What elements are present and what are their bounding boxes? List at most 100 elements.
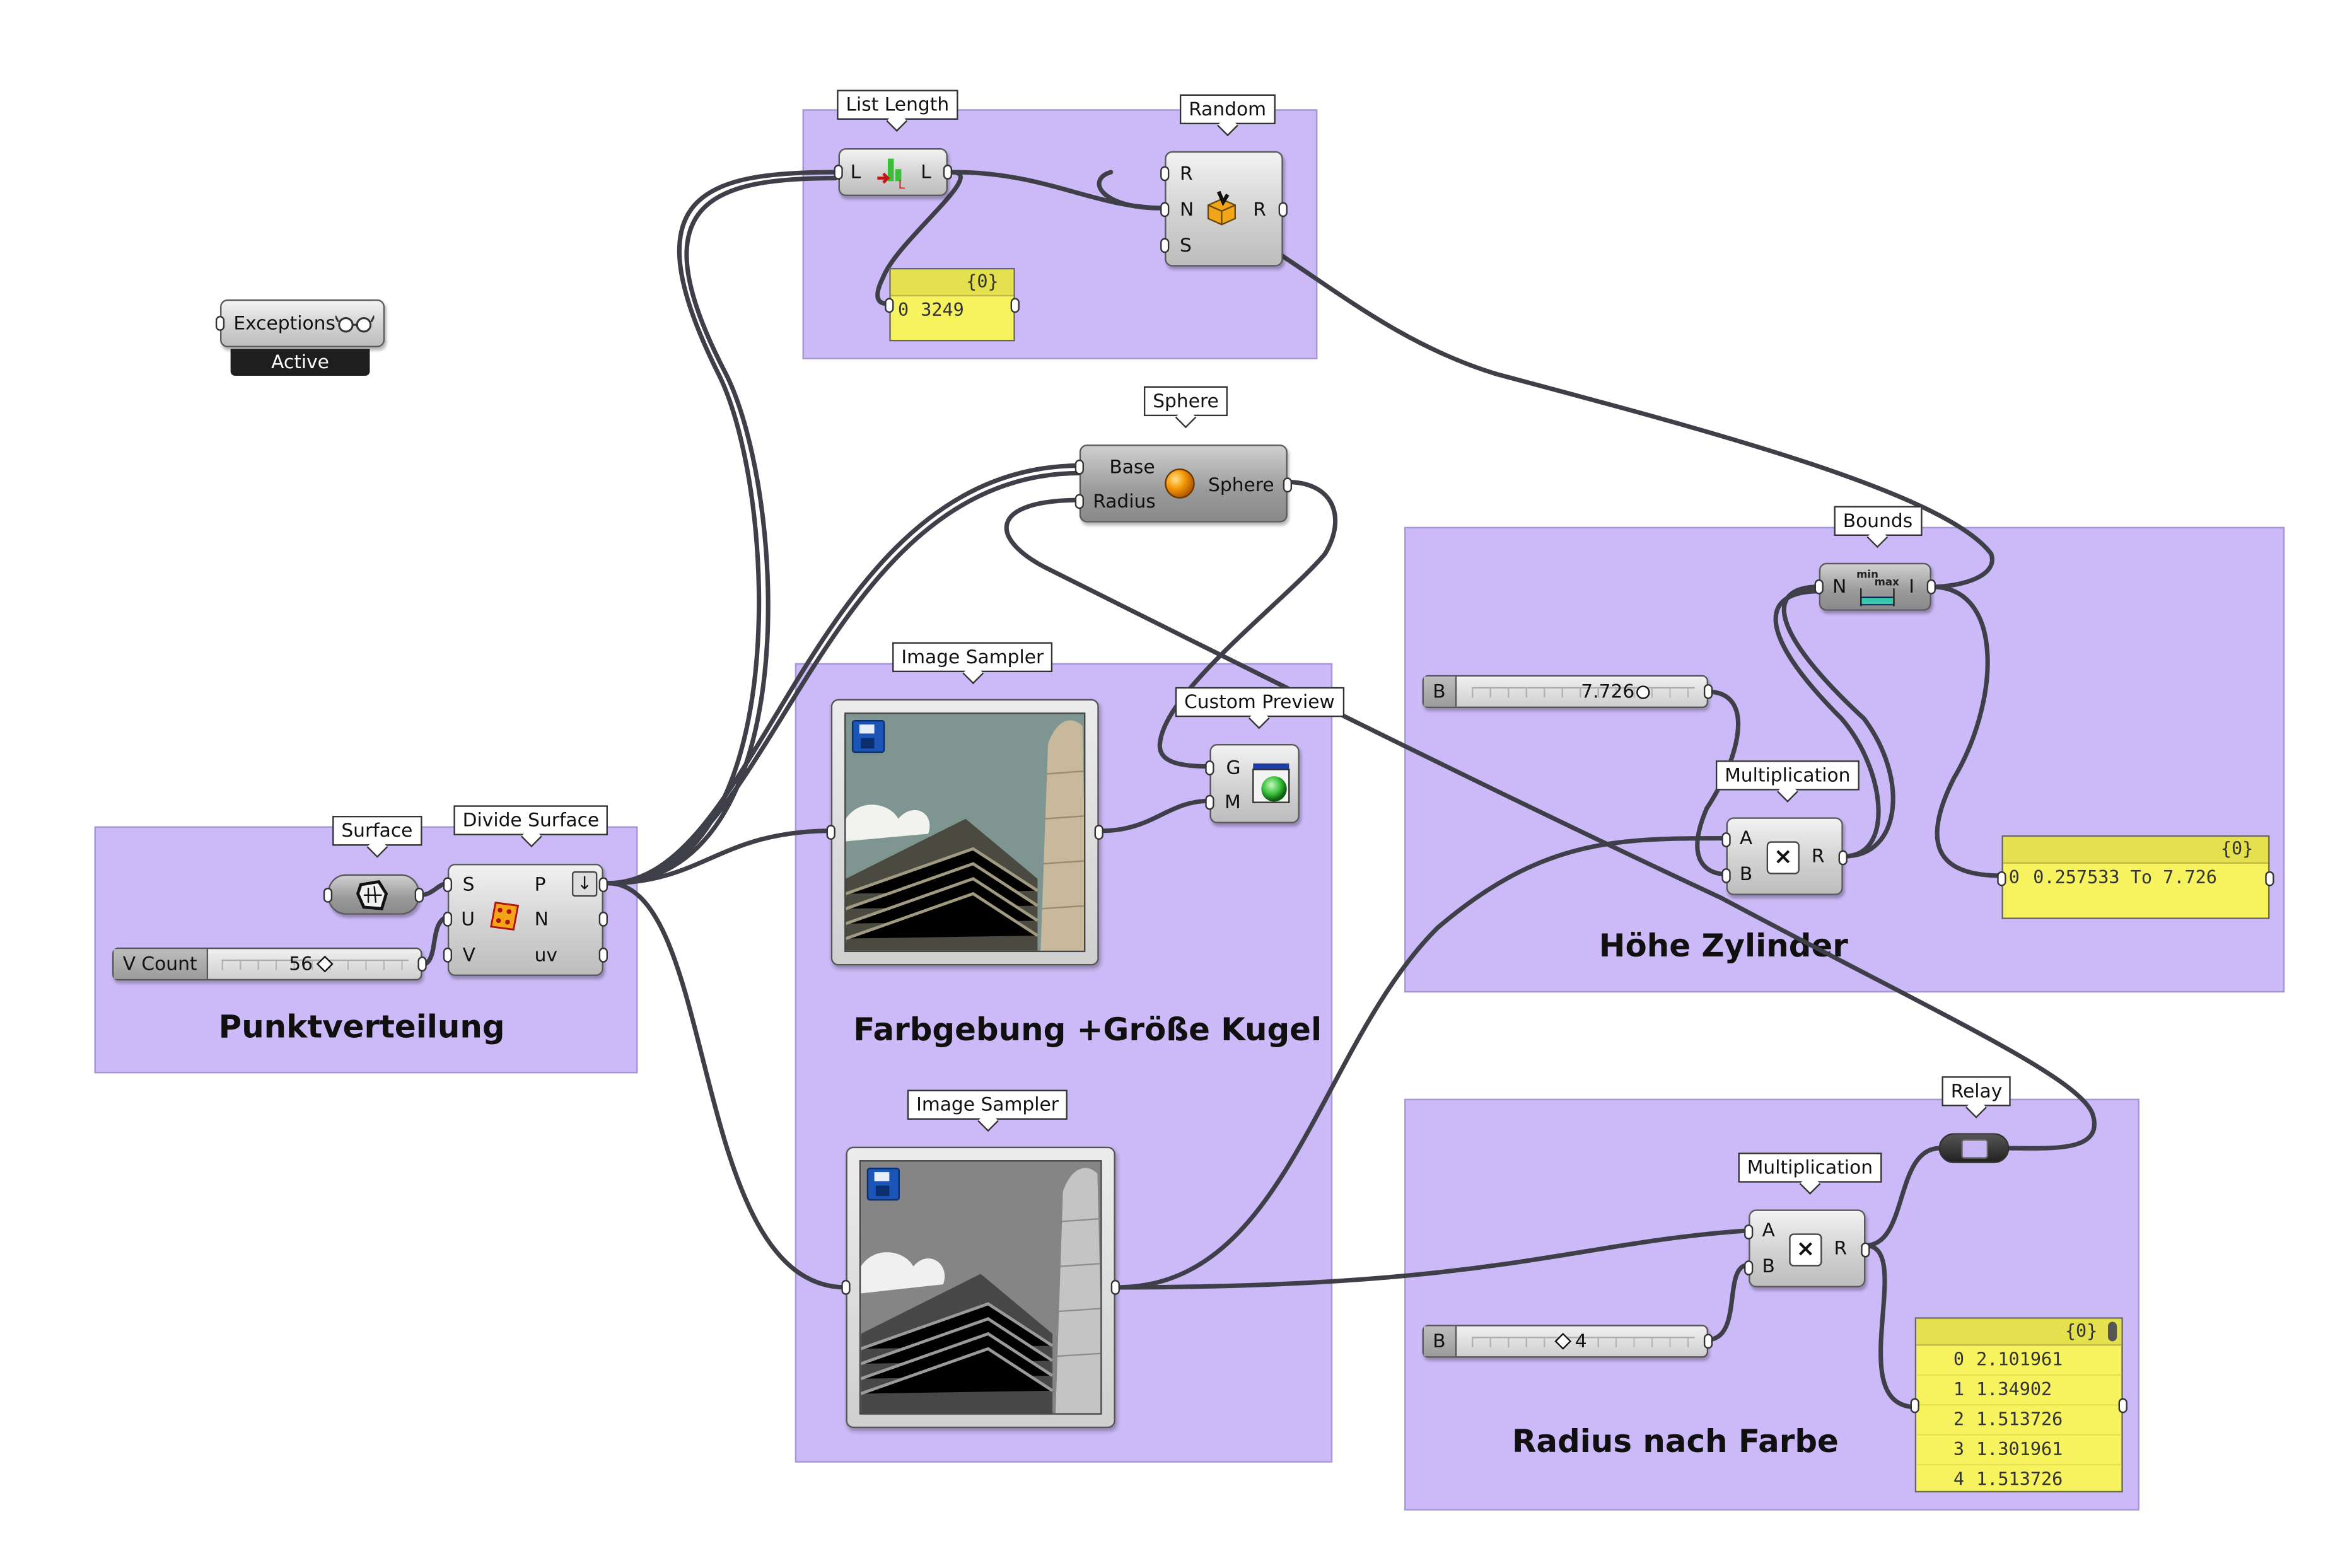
- output-label: L: [921, 160, 931, 183]
- input-port[interactable]: [323, 887, 333, 903]
- number-slider-v-count[interactable]: V Count 56: [112, 947, 427, 981]
- svg-text:L: L: [899, 178, 905, 190]
- output-port[interactable]: [1010, 298, 1020, 313]
- output-port[interactable]: [414, 887, 424, 903]
- input-port[interactable]: [841, 1280, 851, 1295]
- list-length-component[interactable]: L L L: [834, 148, 953, 197]
- slider-track[interactable]: [1471, 1337, 1695, 1347]
- output-port[interactable]: [943, 165, 953, 180]
- panel-list-length[interactable]: {0} 0 3249: [885, 267, 1020, 342]
- input-label: B: [1739, 862, 1753, 885]
- divide-surface-component[interactable]: S U V P N uv ↓: [443, 863, 608, 977]
- multiply-icon: ×: [1766, 841, 1800, 874]
- input-port[interactable]: [1814, 579, 1824, 595]
- output-label: R: [1834, 1236, 1848, 1259]
- slider-track[interactable]: [221, 959, 409, 970]
- output-port[interactable]: [1926, 579, 1936, 595]
- row-value: 2.101961: [1976, 1349, 2063, 1370]
- random-component[interactable]: R N S R: [1160, 151, 1288, 267]
- scrollbar[interactable]: [2108, 1321, 2117, 1342]
- input-port[interactable]: [834, 165, 843, 180]
- input-label: S: [1179, 233, 1192, 257]
- output-port[interactable]: [1861, 1242, 1870, 1258]
- input-port[interactable]: [1205, 794, 1214, 810]
- output-port[interactable]: [1703, 1333, 1713, 1349]
- output-port[interactable]: [1838, 850, 1848, 866]
- surface-param[interactable]: [323, 874, 424, 915]
- output-port[interactable]: [2265, 871, 2274, 886]
- input-label: M: [1225, 790, 1241, 813]
- input-label: U: [461, 907, 475, 930]
- sphere-icon: [1165, 468, 1195, 499]
- input-port[interactable]: [443, 947, 453, 963]
- panel-path: {0}: [966, 270, 999, 292]
- multiplication-component[interactable]: A B R ×: [1744, 1209, 1870, 1287]
- sampled-image: [844, 712, 1086, 953]
- input-label: Base: [1109, 455, 1155, 478]
- input-port[interactable]: [1205, 760, 1214, 775]
- wire: [605, 881, 849, 1290]
- input-port[interactable]: [443, 877, 453, 893]
- wire: [1773, 589, 1881, 859]
- input-port[interactable]: [215, 315, 225, 331]
- image-sampler-grayscale[interactable]: [841, 1146, 1120, 1429]
- input-port[interactable]: [1074, 459, 1084, 475]
- output-port[interactable]: [1110, 1280, 1120, 1295]
- exceptions-component[interactable]: Exceptions: [215, 299, 385, 347]
- input-port[interactable]: [1721, 868, 1731, 883]
- output-port[interactable]: [1094, 825, 1103, 840]
- relay-component[interactable]: [1938, 1133, 2010, 1163]
- wire: [1157, 479, 1338, 769]
- number-slider-b[interactable]: B 4: [1422, 1325, 1713, 1358]
- input-label: A: [1739, 826, 1753, 849]
- bubble-custom-preview: Custom Preview: [1175, 687, 1344, 717]
- row-value: 1.513726: [1976, 1408, 2063, 1430]
- save-icon[interactable]: [851, 720, 885, 753]
- input-port[interactable]: [1744, 1224, 1754, 1240]
- flatten-icon[interactable]: ↓: [571, 871, 598, 897]
- input-label: S: [462, 873, 475, 895]
- output-port[interactable]: [598, 877, 608, 893]
- output-port[interactable]: [598, 911, 608, 927]
- input-port[interactable]: [1160, 202, 1170, 218]
- glasses-icon: [335, 315, 375, 333]
- input-port[interactable]: [885, 298, 894, 313]
- wire: [605, 175, 838, 886]
- multiplication-component[interactable]: A B R ×: [1721, 817, 1848, 895]
- output-port[interactable]: [417, 956, 427, 972]
- save-icon[interactable]: [866, 1167, 900, 1201]
- number-slider-b[interactable]: B 7.726: [1422, 675, 1713, 709]
- group-title: Radius nach Farbe: [1512, 1423, 1839, 1460]
- slider-knob-icon[interactable]: [1636, 685, 1650, 699]
- input-port[interactable]: [826, 825, 835, 840]
- output-port[interactable]: [1278, 202, 1288, 218]
- panel-bounds[interactable]: {0} 0 0.257533 To 7.726: [1997, 835, 2274, 919]
- bounds-component[interactable]: N I min max: [1814, 562, 1936, 611]
- custom-preview-icon: [1252, 763, 1290, 803]
- input-port[interactable]: [443, 911, 453, 927]
- wire: [1695, 689, 1740, 877]
- output-port[interactable]: [2118, 1398, 2128, 1414]
- input-label: Radius: [1093, 489, 1156, 513]
- input-port[interactable]: [1074, 494, 1084, 509]
- input-label: V: [462, 943, 475, 966]
- input-port[interactable]: [1744, 1260, 1754, 1275]
- input-port[interactable]: [1721, 832, 1731, 847]
- sphere-component[interactable]: Base Radius Sphere: [1074, 444, 1293, 523]
- wire: [605, 170, 838, 886]
- custom-preview-component[interactable]: G M: [1205, 744, 1300, 823]
- input-port[interactable]: [1160, 238, 1170, 253]
- output-port[interactable]: [1283, 477, 1293, 493]
- group-title: Höhe Zylinder: [1598, 928, 1848, 965]
- output-label: R: [1253, 197, 1266, 221]
- input-port[interactable]: [1910, 1398, 1919, 1414]
- output-port[interactable]: [1703, 684, 1713, 699]
- image-sampler-color[interactable]: [826, 699, 1103, 966]
- input-port[interactable]: [1997, 871, 2006, 886]
- input-port[interactable]: [1160, 166, 1170, 182]
- output-port[interactable]: [598, 947, 608, 963]
